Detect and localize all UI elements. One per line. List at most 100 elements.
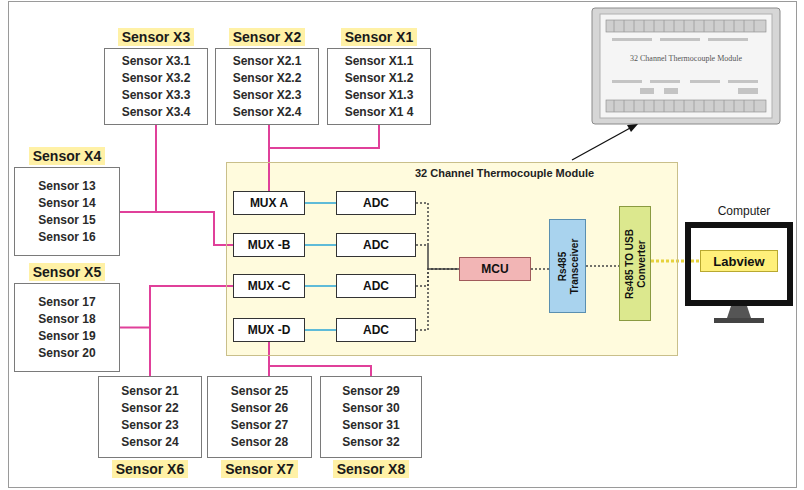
wire-line <box>416 269 459 330</box>
node-fill <box>14 283 120 372</box>
sensor-name: Sensor 23 <box>121 417 178 434</box>
node-fill <box>327 48 431 125</box>
sensor-group-box: Sensor X1Sensor X1.1Sensor X1.2Sensor X1… <box>327 48 431 125</box>
monitor-stand <box>714 306 764 323</box>
block-box: MUX A <box>233 191 305 215</box>
box-body: MUX -C <box>234 275 304 297</box>
sensor-name: Sensor 21 <box>121 383 178 400</box>
node-fill <box>233 233 305 257</box>
module-photo <box>592 8 780 124</box>
block-box: Rs485 Transceiver <box>549 219 586 313</box>
block-label: MUX A <box>250 196 288 211</box>
group-heading: Sensor X3 <box>118 28 194 46</box>
box-body: Sensor 25Sensor 26Sensor 27Sensor 28 <box>208 377 311 457</box>
wire-line <box>305 202 336 204</box>
wire <box>269 342 371 376</box>
wire-line <box>269 125 379 191</box>
wire-line <box>586 265 619 267</box>
group-heading: Sensor X8 <box>333 460 409 478</box>
wire <box>416 245 459 269</box>
sensor-name: Sensor 17 <box>38 294 95 311</box>
box-body: MUX A <box>234 192 304 214</box>
sensor-name: Sensor 19 <box>38 328 95 345</box>
sensor-name: Sensor 15 <box>38 212 95 229</box>
wire-line <box>305 244 336 246</box>
node-fill <box>233 191 305 215</box>
block-box: MUX -B <box>233 233 305 257</box>
box-body: Sensor X1.1Sensor X1.2Sensor X1.3Sensor … <box>328 49 430 124</box>
block-box: ADC <box>336 318 416 342</box>
wire <box>156 125 233 245</box>
node-fill <box>226 162 678 356</box>
sensor-name: Sensor 18 <box>38 311 95 328</box>
wire <box>586 266 619 267</box>
box-body: MUX -D <box>234 319 304 341</box>
wire-line <box>156 125 233 245</box>
sensor-name: Sensor X3.3 <box>122 87 191 104</box>
wire <box>416 269 459 330</box>
sensor-name: Sensor 28 <box>231 434 288 451</box>
box-body: MCU <box>460 258 530 280</box>
block-box: MUX -D <box>233 318 305 342</box>
sensor-name: Sensor 30 <box>342 400 399 417</box>
block-box: MUX -C <box>233 274 305 298</box>
box-body: Sensor X3.1Sensor X3.2Sensor X3.3Sensor … <box>105 49 207 124</box>
box-body: ADC <box>337 275 415 297</box>
wire-line <box>150 286 233 376</box>
sensor-name: Sensor 24 <box>121 434 178 451</box>
node-fills <box>14 48 793 458</box>
block-label: ADC <box>363 279 389 294</box>
block-label: ADC <box>363 238 389 253</box>
box-body: Labview <box>701 251 777 271</box>
box-body: ADC <box>337 192 415 214</box>
node-fill <box>336 191 416 215</box>
sensor-name: Sensor X1 4 <box>345 104 414 121</box>
sensor-name: Sensor X2.2 <box>233 70 302 87</box>
block-box: ADC <box>336 191 416 215</box>
sensor-group-box: Sensor X7Sensor 25Sensor 26Sensor 27Sens… <box>207 376 312 458</box>
block-label: MUX -D <box>248 323 291 338</box>
block-label: MCU <box>481 262 508 277</box>
box-body: ADC <box>337 319 415 341</box>
box-body: ADC <box>337 234 415 256</box>
block-box: MCU <box>459 257 531 281</box>
block-label: ADC <box>363 196 389 211</box>
box-body: Sensor 17Sensor 18Sensor 19Sensor 20 <box>15 284 119 371</box>
wire-line <box>120 212 233 245</box>
sensor-name: Sensor 22 <box>121 400 178 417</box>
node-fill <box>104 48 208 125</box>
sensor-name: Sensor X3.4 <box>122 104 191 121</box>
node-fill <box>619 206 651 321</box>
block-box: Labview <box>700 250 778 272</box>
block-label: Rs485 Transceiver <box>556 224 580 308</box>
block-box: Rs485 TO USB Converter <box>619 206 651 321</box>
wire-line <box>416 245 459 269</box>
wire <box>269 125 379 191</box>
sensor-name: Sensor X3.2 <box>122 70 191 87</box>
wire-line <box>416 269 459 286</box>
computer-monitor: ComputerLabview <box>685 222 793 306</box>
node-fill <box>700 250 778 272</box>
sensor-group-box: Sensor X5Sensor 17Sensor 18Sensor 19Sens… <box>14 283 120 372</box>
sensor-name: Sensor 14 <box>38 195 95 212</box>
box-body: Sensor 21Sensor 22Sensor 23Sensor 24 <box>99 377 201 457</box>
wire <box>150 286 233 376</box>
photo-caption: 32 Channel Thermocouple Module <box>630 54 742 63</box>
block-box: ADC <box>336 274 416 298</box>
wire-line <box>651 260 700 263</box>
sensor-name: Sensor X2.3 <box>233 87 302 104</box>
wire <box>531 269 549 270</box>
sensor-group-box: Sensor X3Sensor X3.1Sensor X3.2Sensor X3… <box>104 48 208 125</box>
node-fill <box>685 222 793 306</box>
sensor-name: Sensor 32 <box>342 434 399 451</box>
group-heading: Sensor X2 <box>229 28 305 46</box>
group-heading: Sensor X5 <box>29 263 105 281</box>
group-heading: Sensor X1 <box>341 28 417 46</box>
box-body: Sensor 13Sensor 14Sensor 15Sensor 16 <box>15 168 119 255</box>
box-body: MUX -B <box>234 234 304 256</box>
wire <box>305 203 336 204</box>
node-fill <box>336 274 416 298</box>
node-fill <box>207 376 312 458</box>
node-fill <box>320 376 422 458</box>
